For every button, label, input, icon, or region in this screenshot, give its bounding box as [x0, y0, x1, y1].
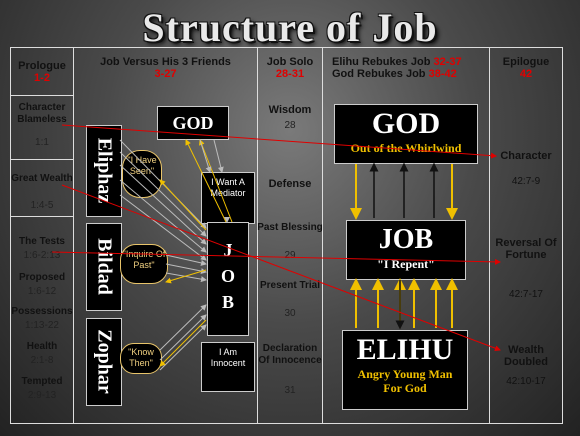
job-repent-title: JOB [378, 224, 434, 255]
zophar-quote: "Know Then" [120, 343, 162, 374]
versus-label: Job Versus His 3 Friends [100, 56, 231, 68]
prologue-character-label: Character Blameless [17, 102, 67, 125]
solo-declaration-ref: 31 [284, 385, 296, 396]
epilogue-wealth-label: Wealth Doubled [504, 344, 548, 368]
prologue-character-ref: 1:1 [35, 137, 49, 148]
epilogue-character-label: Character [500, 150, 552, 162]
solo-present-trial-label: Present Trial [259, 280, 321, 291]
job-response-arrows [159, 139, 233, 367]
elihu-rebukes-label: Elihu Rebukes Job [332, 56, 431, 68]
right-dark-arrows [369, 162, 439, 330]
prologue-possessions-label: Possessions [11, 306, 73, 317]
elihu-rebukes-ref: 32-37 [433, 56, 462, 68]
prologue-tempted-ref: 2:9-13 [27, 390, 57, 401]
prologue-label: Prologue [18, 60, 66, 72]
epilogue-wealth-ref: 42:10-17 [506, 376, 546, 387]
prologue-proposed-ref: 1:6-12 [27, 286, 57, 297]
solo-ref: 28-31 [275, 68, 305, 80]
eliphaz-box: Eliphaz [86, 125, 122, 217]
solo-declaration-label: Declaration Of Innocence [258, 343, 322, 366]
prologue-tests-ref: 1:6-2:13 [23, 250, 61, 261]
solo-past-blessing-label: Past Blessing [257, 222, 323, 233]
epilogue-reversal-label: Reversal Of Fortune [495, 237, 557, 261]
slide-title: Structure of Job [142, 5, 438, 50]
solo-header: Job Solo 28-31 [257, 56, 323, 80]
god-whirlwind-box: GOD Out of the Whirlwind [334, 104, 478, 164]
versus-job-box: J O B [207, 222, 249, 336]
epilogue-column [489, 47, 563, 424]
solo-label: Job Solo [266, 56, 314, 68]
god-whirlwind-title: GOD [371, 107, 441, 140]
mediator-arrows [199, 139, 230, 223]
elihu-title: ELIHU [356, 333, 454, 366]
versus-header: Job Versus His 3 Friends 3-27 [73, 56, 258, 80]
solo-defense-label: Defense [268, 178, 312, 190]
eliphaz-quote: "I Have Seen" [122, 150, 162, 198]
prologue-box-wealth [10, 159, 74, 217]
prologue-proposed-label: Proposed [18, 272, 66, 283]
prologue-ref: 1-2 [34, 72, 50, 84]
bildad-box: Bildad [86, 223, 122, 311]
epilogue-reversal-ref: 42:7-17 [509, 289, 543, 300]
solo-wisdom-ref: 28 [284, 120, 296, 131]
epilogue-ref: 42 [519, 68, 533, 80]
epilogue-label: Epilogue [502, 56, 550, 68]
solo-past-blessing-ref: 29 [284, 250, 296, 261]
prologue-possessions-ref: 1:13-22 [25, 320, 59, 331]
prologue-wealth-ref: 1:4-5 [30, 200, 54, 211]
innocent-box: I Am Innocent [201, 342, 255, 392]
prologue-header: Prologue 1-2 [10, 60, 74, 84]
job-repent-box: JOB "I Repent" [346, 220, 466, 280]
mediator-box: I Want A Mediator [201, 172, 255, 224]
job-letter-o: O [220, 266, 235, 286]
epilogue-character-ref: 42:7-9 [511, 176, 541, 187]
solo-wisdom-label: Wisdom [268, 104, 312, 116]
elihu-sub: Angry Young Man For God [357, 367, 453, 395]
job-letter-b: B [221, 292, 234, 312]
red-connectors [51, 124, 501, 352]
prologue-tests-label: The Tests [19, 236, 65, 247]
job-letter-j: J [223, 240, 233, 260]
prologue-wealth-label: Great Wealth [11, 173, 73, 184]
god-rebukes-label: God Rebukes Job [332, 68, 426, 80]
god-rebukes-ref: 38-42 [428, 68, 457, 80]
elihu-box: ELIHU Angry Young Man For God [342, 330, 468, 410]
elihu-god-header: Elihu Rebukes Job 32-37 God Rebukes Job … [332, 56, 484, 80]
epilogue-header: Epilogue 42 [489, 56, 563, 80]
versus-ref: 3-27 [154, 68, 177, 80]
solo-present-trial-ref: 30 [284, 308, 296, 319]
prologue-health-label: Health [26, 341, 58, 352]
prologue-health-ref: 2:1-8 [30, 355, 54, 366]
prologue-tempted-label: Tempted [21, 376, 63, 387]
